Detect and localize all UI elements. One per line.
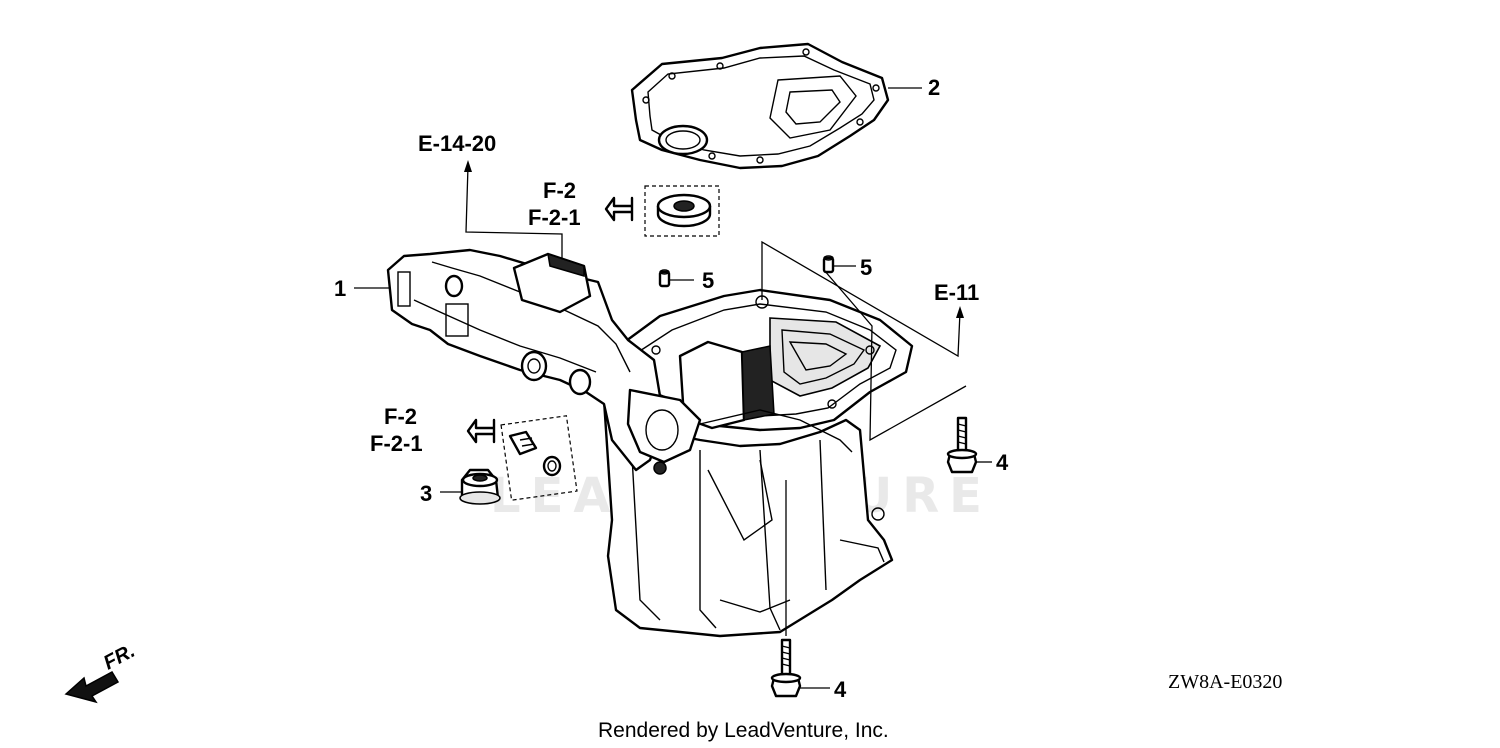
gasket-part-2[interactable] [630, 42, 890, 170]
reference-arrow-lower [466, 418, 496, 444]
oil-case-body[interactable] [386, 248, 914, 638]
ref-f21-upper[interactable]: F-2-1 [528, 205, 581, 230]
ref-e-11[interactable]: E-11 [934, 280, 979, 305]
callout-5b: 5 [860, 255, 872, 280]
callout-4-bottom: 4 [834, 677, 847, 702]
front-indicator-label: FR. [100, 640, 139, 675]
front-direction-arrow-icon [64, 671, 120, 704]
flange-bolt-4-bottom[interactable] [770, 638, 802, 698]
callout-2: 2 [928, 75, 940, 100]
ref-f2-upper[interactable]: F-2 [543, 178, 576, 203]
dowel-pin-5a[interactable] [658, 269, 671, 288]
callout-5a: 5 [702, 268, 714, 293]
reference-arrow-upper [604, 196, 634, 222]
diagram-code: ZW8A-E0320 [1168, 671, 1282, 693]
footer-credit: Rendered by LeadVenture, Inc. [598, 719, 889, 742]
mount-rubber-3[interactable] [459, 468, 501, 505]
oil-seal-icon[interactable] [656, 193, 712, 228]
drain-plug-group-box [500, 415, 578, 501]
ref-f21-lower[interactable]: F-2-1 [370, 431, 423, 456]
callout-3: 3 [420, 481, 432, 506]
ref-f2-lower[interactable]: F-2 [384, 404, 417, 429]
seal-group-box [644, 185, 720, 237]
ref-e-14-20[interactable]: E-14-20 [418, 131, 496, 156]
flange-bolt-4-right[interactable] [946, 416, 978, 474]
callout-1: 1 [334, 276, 346, 301]
callout-4-right: 4 [996, 450, 1009, 475]
drain-bolt-icon[interactable] [508, 430, 562, 477]
dowel-pin-5b[interactable] [822, 255, 835, 274]
